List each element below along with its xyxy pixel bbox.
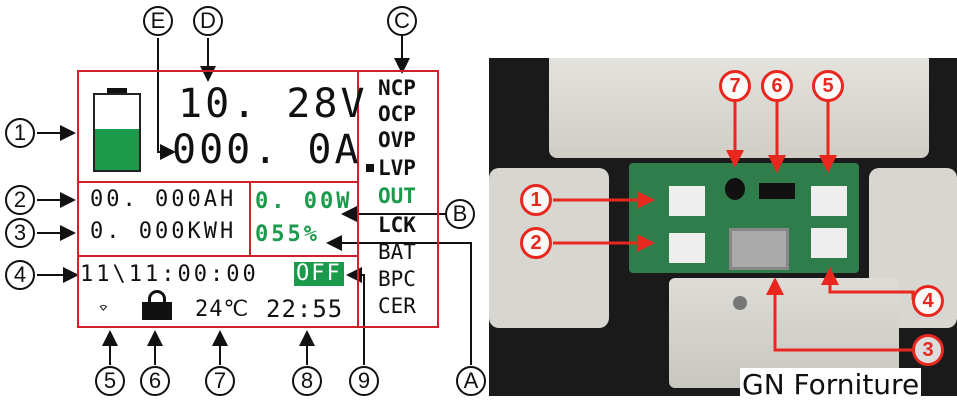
power-readout: 0. 00W [255,189,353,214]
status-lck: LCK [378,213,416,237]
temperature-readout: 24℃ [195,297,250,322]
current-readout: 000. 0A [172,127,362,173]
callout-7: 7 [205,366,235,396]
status-bat: BAT [378,240,416,264]
status-lvp: LVP [378,156,416,180]
kwh-readout: 0. 000KWH [90,219,237,244]
status-ocp: OCP [378,102,416,126]
callout-d: D [193,6,223,36]
battery-fill [95,128,139,170]
photo-callout-3: 3 [912,334,944,366]
voltage-readout: 10. 28V [178,81,368,127]
callout-2: 2 [5,185,35,215]
status-ncp: NCP [378,76,416,100]
datetime-readout: 11\11:00:00 [80,262,259,287]
callout-e: E [143,6,173,36]
callout-3: 3 [5,218,35,248]
status-bpc: BPC [378,267,416,291]
callout-5: 5 [95,366,125,396]
wifi-icon: ⌔ [98,298,109,319]
clock-readout: 22:55 [266,295,344,323]
caption: GN Forniture [740,368,922,401]
callout-b: B [445,199,475,229]
percent-readout: 055% [255,222,320,247]
photo-callout-1: 1 [520,184,552,216]
callout-a: A [456,366,486,396]
photo-callout-6: 6 [761,70,793,102]
callout-6: 6 [140,366,170,396]
lock-icon [142,290,172,322]
photo-callout-5: 5 [812,70,844,102]
photo-callout-4: 4 [912,285,944,317]
photo-callout-2: 2 [520,227,552,259]
photo-callout-7: 7 [719,70,751,102]
callout-4: 4 [5,260,35,290]
status-ovp: OVP [378,128,416,152]
ah-readout: 00. 000AH [90,187,237,212]
callout-1: 1 [5,118,35,148]
status-cer: CER [378,294,416,318]
callout-8: 8 [292,366,322,396]
callout-9: 9 [349,366,379,396]
status-out: OUT [378,184,416,208]
selected-marker-icon [366,164,374,172]
output-state-badge: OFF [294,261,344,286]
battery-icon [93,88,141,172]
callout-c: C [387,6,417,36]
lcd-display [77,70,439,328]
